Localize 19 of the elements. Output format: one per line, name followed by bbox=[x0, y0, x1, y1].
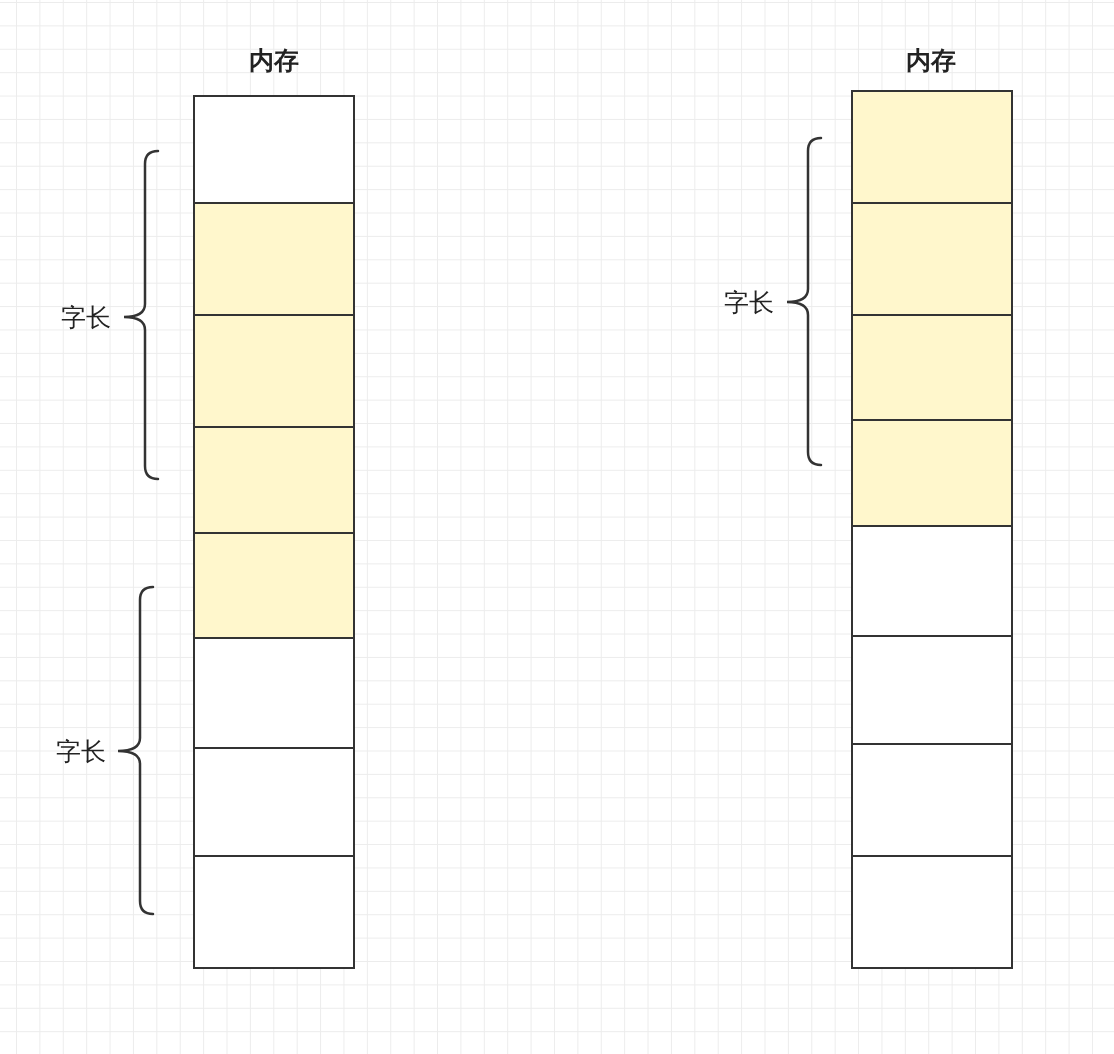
memory-cell bbox=[193, 855, 355, 969]
memory-cell bbox=[851, 635, 1013, 745]
brace-label: 字长 bbox=[61, 304, 111, 330]
memory-cell bbox=[851, 202, 1013, 316]
brace-label: 字长 bbox=[56, 738, 106, 764]
brace-label: 字长 bbox=[724, 289, 774, 315]
memory-cell bbox=[193, 747, 355, 857]
memory-cell bbox=[193, 202, 355, 316]
memory-cell bbox=[193, 532, 355, 639]
memory-cell bbox=[193, 637, 355, 749]
memory-cell bbox=[193, 426, 355, 534]
memory-cell bbox=[851, 525, 1013, 637]
memory-cell bbox=[851, 90, 1013, 204]
memory-cell bbox=[193, 314, 355, 428]
memory-cell bbox=[851, 855, 1013, 969]
memory-cell bbox=[851, 743, 1013, 857]
memory-cell bbox=[851, 419, 1013, 527]
memory-cell bbox=[193, 95, 355, 204]
memory-cell bbox=[851, 314, 1013, 421]
